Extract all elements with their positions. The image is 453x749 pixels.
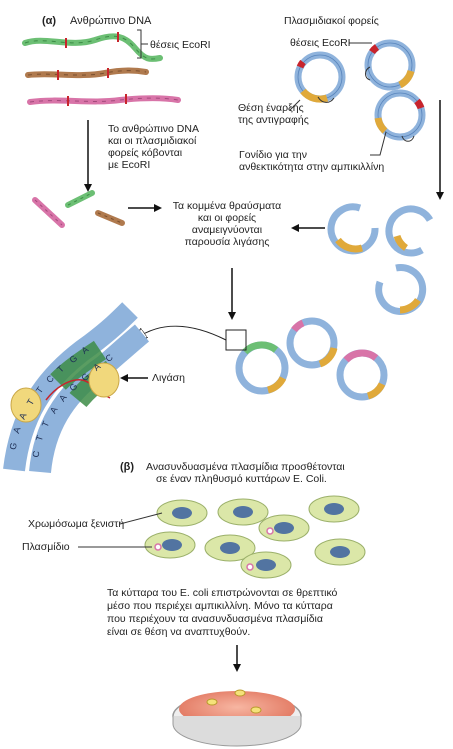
cut-fragments [32, 190, 125, 228]
plasmid-label: Πλασμίδιο [22, 541, 70, 553]
plasmid-vector-2 [364, 39, 416, 91]
ligase-label: Λιγάση [152, 372, 185, 384]
note-line-2: μέσο που περιέχει αμπικιλλίνη. Μόνο τα κ… [107, 600, 333, 612]
recombinant-plasmid-1 [225, 329, 289, 395]
gene-label-1: Γονίδιο για την [239, 149, 307, 161]
ligase-blob-2 [88, 362, 120, 398]
note-line-3: που περιέχουν τα ανασυνδυασμένα πλασμίδι… [107, 613, 323, 625]
ecori-sites-left-label: θέσεις EcoRI [150, 39, 211, 51]
mix-text-1: Τα κομμένα θραύσματα [172, 200, 282, 212]
human-dna-green [22, 33, 163, 62]
human-dna-brown [25, 67, 149, 79]
origin-label-2: της αντιγραφής [238, 114, 309, 126]
human-dna-title: Ανθρώπινο DNA [70, 15, 152, 27]
host-chromosome-label: Χρωμόσωμα ξενιστή [28, 518, 125, 530]
part-b-title-1: Ανασυνδυασμένα πλασμίδια προσθέτονται [146, 461, 345, 473]
cut-text-3: φορείς κόβονται [108, 147, 183, 159]
part-b-title-2: σε έναν πληθυσμό κυττάρων E. Coli. [156, 473, 327, 485]
cut-text-4: με EcoRI [108, 159, 151, 171]
note-line-4: είναι σε θέση να αναπτυχθούν. [107, 626, 251, 638]
part-b-label: (β) [120, 461, 135, 473]
cut-text-2: και οι πλασμιδιακοί [108, 135, 197, 147]
ecoli-cells [144, 495, 366, 579]
recombinant-plasmid-2 [286, 317, 338, 369]
origin-label-1: Θέση έναρξης [238, 102, 304, 114]
mix-text-2: και οι φορείς [197, 212, 257, 224]
note-line-1: Τα κύτταρα του E. coli επιστρώνονται σε … [107, 587, 338, 599]
petri-dish [172, 689, 302, 747]
gene-label-2: ανθεκτικότητα στην αμπικιλλίνη [239, 161, 385, 173]
mix-text-4: παρουσία λιγάσης [184, 236, 270, 248]
zoomed-dna-ladder [3, 302, 150, 474]
zoom-arrow [137, 325, 227, 341]
ligase-blob-1 [10, 387, 42, 423]
plasmid-vector-3 [374, 89, 426, 142]
plasmid-vectors-title: Πλασμιδιακοί φορείς [284, 15, 379, 27]
opened-plasmids [327, 203, 434, 315]
cut-text-1: Το ανθρώπινο DNA [108, 123, 199, 135]
human-dna-strands [22, 32, 181, 106]
plasmid-vector-1 [294, 51, 346, 103]
mix-text-3: αναμειγνύονται [191, 224, 263, 236]
recombinant-plasmid-3 [336, 349, 388, 401]
part-a-label: (α) [42, 15, 57, 27]
ecori-sites-right-label: θέσεις EcoRI [290, 37, 351, 49]
